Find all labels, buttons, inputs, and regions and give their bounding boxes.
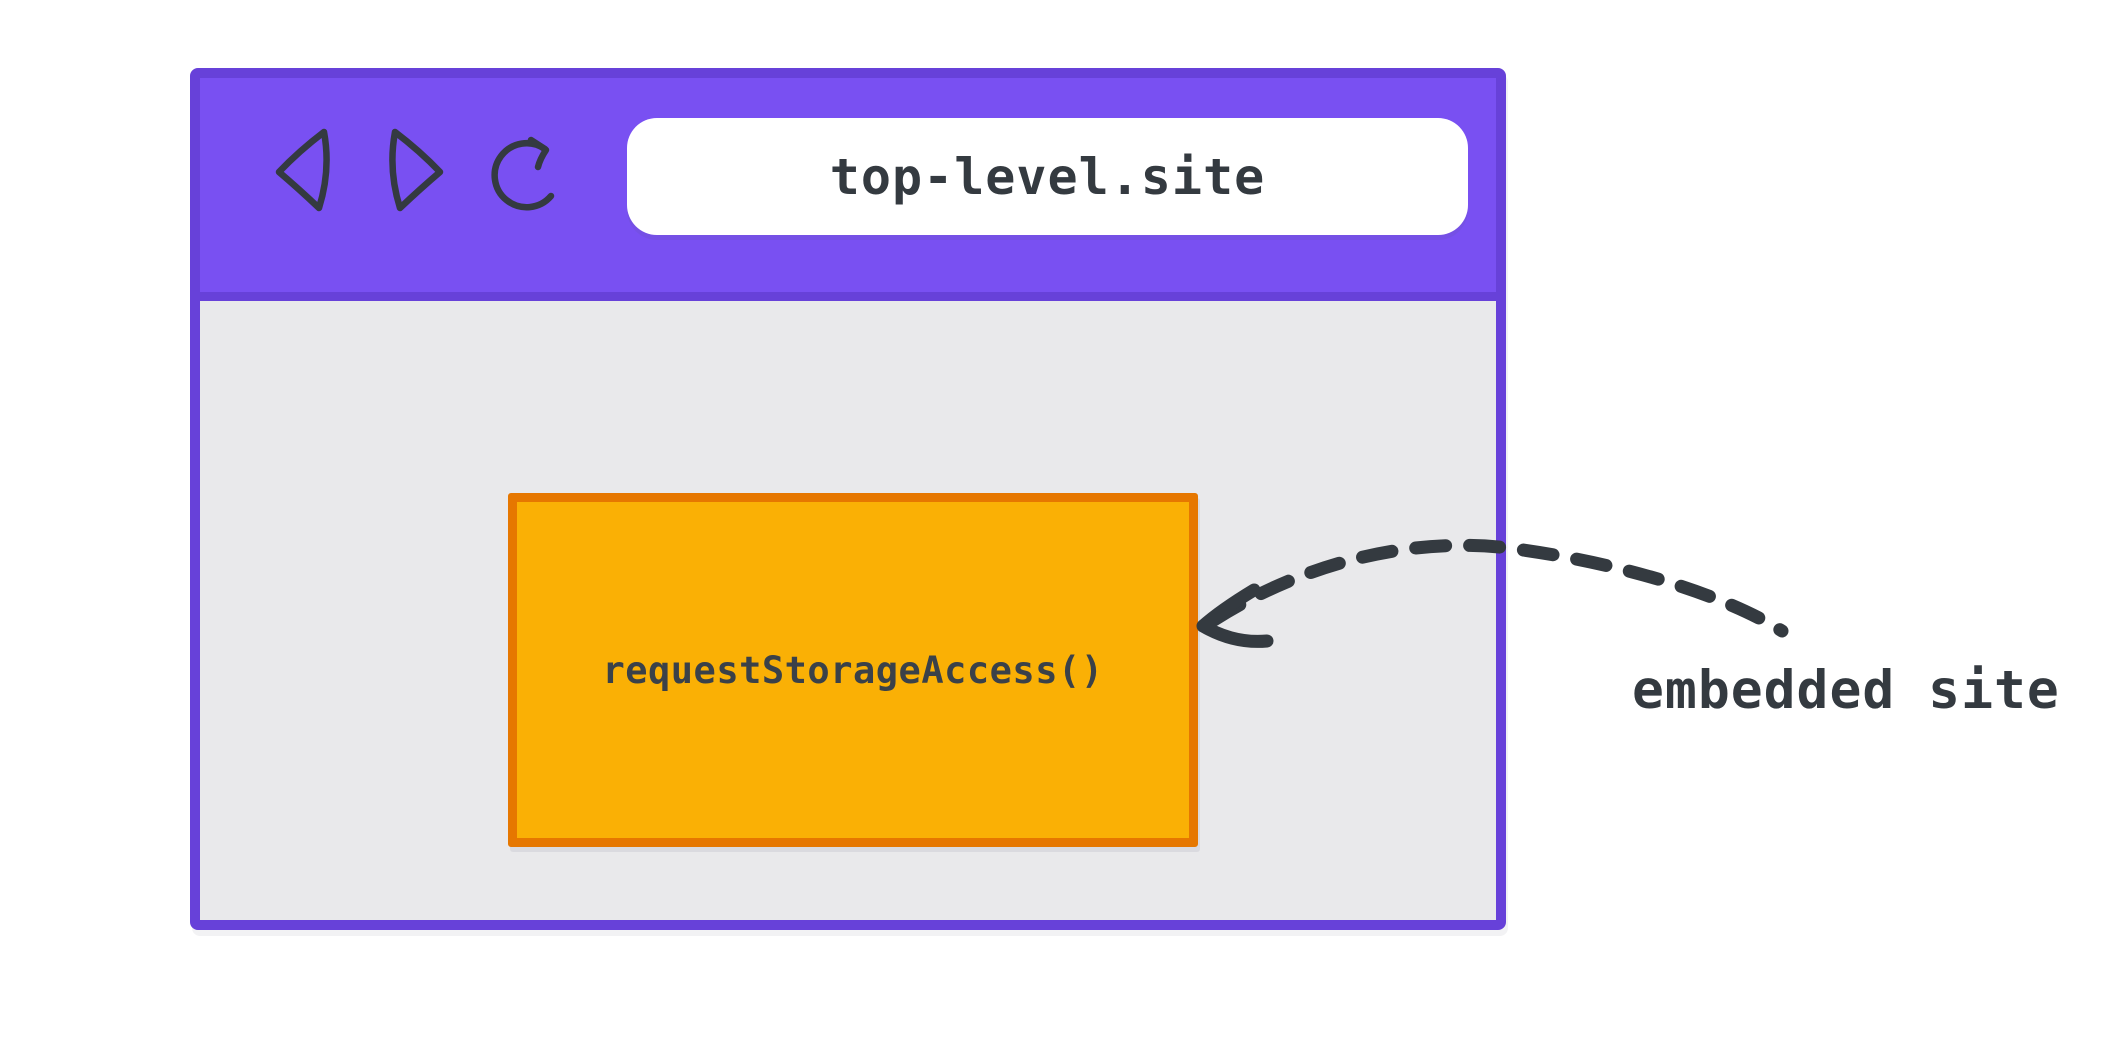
forward-icon[interactable] — [388, 128, 446, 212]
url-bar[interactable]: top-level.site — [627, 118, 1468, 235]
embedded-site-label: embedded site — [1632, 660, 2060, 721]
browser-window: top-level.site requestStorageAccess() — [190, 68, 1506, 930]
request-storage-access-label: requestStorageAccess() — [602, 648, 1104, 692]
back-icon[interactable] — [273, 128, 331, 212]
embedded-frame[interactable]: requestStorageAccess() — [508, 493, 1198, 847]
url-text: top-level.site — [829, 147, 1266, 206]
browser-titlebar: top-level.site — [200, 78, 1496, 301]
refresh-icon[interactable] — [487, 129, 571, 213]
